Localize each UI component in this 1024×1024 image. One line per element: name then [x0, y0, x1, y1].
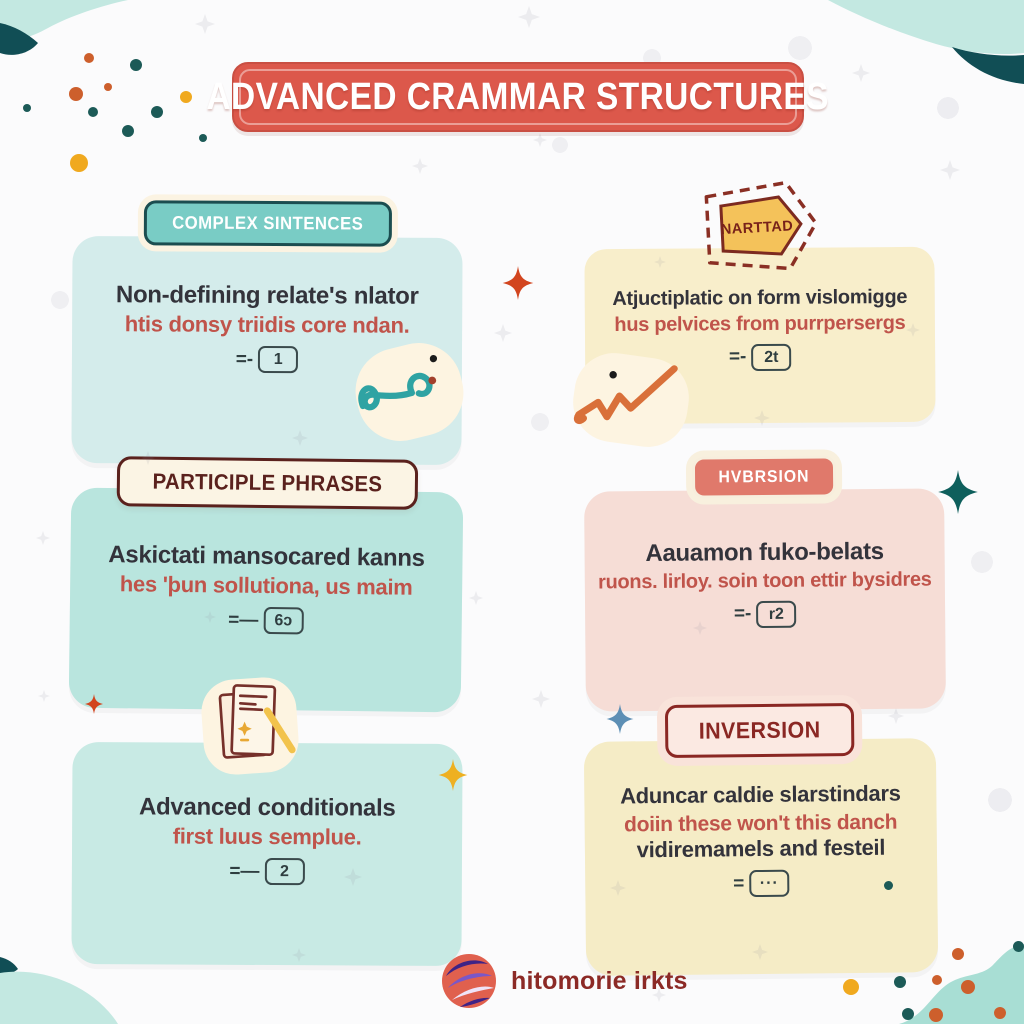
formula-box: r2 [756, 600, 797, 628]
bg-star [195, 14, 215, 34]
card-inversion: INVERSION Aduncar caldie slarstindars do… [583, 703, 939, 976]
corner-blob-top-left [0, 0, 128, 55]
card-formula: =— 2 [80, 857, 454, 886]
bg-star [38, 690, 50, 702]
confetti-dot [843, 979, 859, 995]
sparkle-icon [938, 470, 978, 514]
formula-box: 1 [258, 346, 299, 374]
card-formula: =— 6ɔ [78, 605, 454, 637]
sparkle-icon [85, 694, 103, 714]
confetti-dot [894, 976, 906, 988]
sparkle-icon [438, 759, 468, 791]
sparkle-icon [606, 704, 634, 734]
card-title: Advanced conditionals [138, 793, 396, 822]
badge-label: HVBRSION [718, 466, 810, 487]
brand-name: hitomorie irkts [511, 966, 688, 995]
tag-badge-narttad: NARTTAD [704, 180, 818, 271]
bg-star [469, 591, 483, 605]
card-title: Askictati mansocared kanns [108, 541, 425, 572]
formula-box: 2 [264, 858, 305, 886]
badge-label: COMPLEX SINTENCES [172, 212, 364, 234]
badge-label: PARTICIPLE PHRASES [152, 468, 383, 497]
confetti-dot [902, 1008, 914, 1020]
bg-star [940, 160, 960, 180]
badge-participle-phrases: PARTICIPLE PHRASES [116, 456, 419, 510]
card-subtitle: htis donsy triidis core ndan. [124, 311, 410, 339]
bg-star [36, 531, 50, 545]
equals-mark: =- [728, 346, 747, 368]
page-title: ADVANCED CRAMMAR STRUCTURES [206, 75, 830, 118]
brand-logo-icon [442, 954, 496, 1008]
badge-label: INVERSION [698, 716, 821, 744]
footer-brand: hitomorie irkts [440, 952, 688, 1010]
confetti-dot [88, 107, 98, 117]
card-title-2: vidiremamels and festeil [636, 835, 886, 863]
card-subtitle: first luus semplue. [172, 823, 362, 850]
bg-star [518, 6, 540, 28]
confetti-dot [180, 91, 192, 103]
confetti-dot [70, 154, 88, 172]
formula-box: 6ɔ [263, 607, 304, 635]
confetti-dot [1013, 941, 1024, 952]
badge-complex-sentences: COMPLEX SINTENCES [143, 200, 392, 247]
document-pencil-icon [201, 677, 299, 775]
confetti-dot [69, 87, 83, 101]
equals-mark: = [733, 872, 745, 895]
confetti-dot [104, 83, 112, 91]
card-subtitle: hes 'þun sollutiona, us maim [119, 571, 413, 601]
equals-mark: =- [235, 348, 254, 370]
bg-star [888, 708, 904, 724]
zigzag-sticker-icon [573, 353, 689, 447]
bg-star [412, 158, 428, 174]
confetti-dot [199, 134, 207, 142]
formula-box: 2t [751, 343, 792, 371]
card-title: Aauamon fuko-belats [645, 537, 884, 568]
badge-hvbrsion: HVBRSION [691, 455, 836, 499]
confetti-dot [929, 1008, 943, 1022]
confetti-dot [84, 53, 94, 63]
header-banner: ADVANCED CRAMMAR STRUCTURES [207, 62, 829, 132]
card-formula: = ··· [593, 869, 929, 900]
confetti-dot [952, 948, 964, 960]
equals-mark: =- [733, 603, 752, 625]
badge-inversion: INVERSION [664, 703, 855, 758]
card-title: Atjuctiplatic on form vislomigge [612, 285, 908, 311]
confetti-dot [151, 106, 163, 118]
equals-mark: =— [228, 609, 259, 631]
corner-blob-top-right [828, 0, 1024, 84]
confetti-dot [122, 125, 134, 137]
equals-mark: =— [229, 860, 260, 882]
card-title: Non-defining relate's nlator [115, 281, 419, 310]
confetti-dot [23, 104, 31, 112]
squiggle-sticker-icon [355, 343, 464, 441]
card-subtitle: doiin these won't this danch [623, 810, 898, 837]
card-formula: =- r2 [593, 599, 937, 629]
bg-star [494, 324, 512, 342]
confetti-dot [961, 980, 975, 994]
confetti-dot [932, 975, 942, 985]
bg-star [533, 133, 547, 147]
confetti-dot [994, 1007, 1006, 1019]
bg-star [532, 690, 550, 708]
formula-box: ··· [749, 869, 790, 898]
confetti-dot [130, 59, 142, 71]
confetti-dot [884, 881, 893, 890]
card-title: Aduncar caldie slarstindars [619, 780, 901, 809]
card-subtitle: hus pelvices from purrpersergs [614, 312, 906, 337]
corner-blob-bottom-left [0, 957, 118, 1024]
card-subtitle: ruons. lirloy. soin toon ettir bysidres [597, 568, 932, 594]
sparkle-icon [502, 266, 534, 300]
card-hvbrsion: HVBRSION Aauamon fuko-belats ruons. lirl… [584, 455, 946, 712]
badge-narttad-label: NARTTAD [720, 218, 793, 238]
